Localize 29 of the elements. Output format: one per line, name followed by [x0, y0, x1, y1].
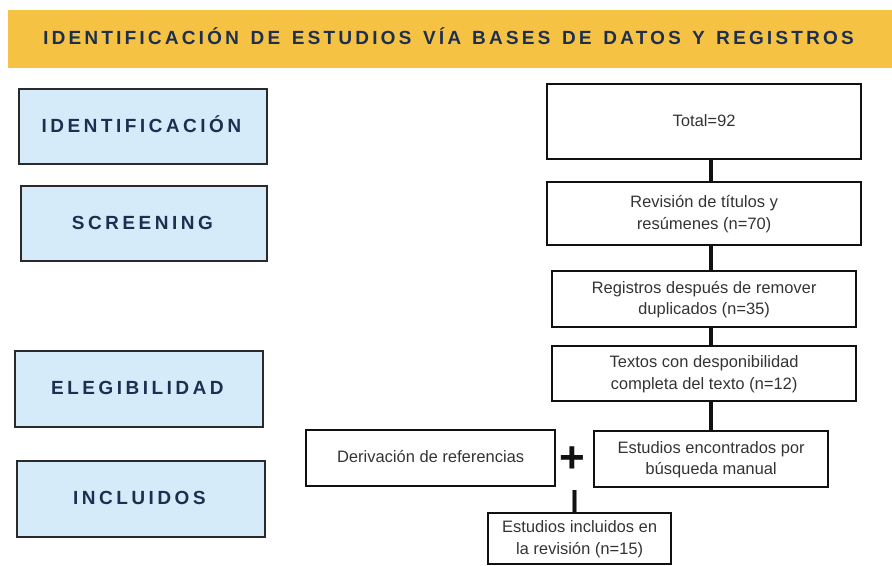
- process-box: [546, 181, 862, 246]
- phase-box: [14, 350, 264, 428]
- process-box: [546, 83, 862, 160]
- process-box: [487, 512, 672, 565]
- box-text: Revisión de títulos y resúmenes (n=70): [629, 192, 779, 234]
- connector-line: [709, 402, 713, 430]
- phase-label: SCREENING: [72, 212, 216, 234]
- title: IDENTIFICACIÓN DE ESTUDIOS VÍA BASES DE DATOS Y REGISTROS: [43, 28, 857, 50]
- phase-box: [16, 460, 266, 538]
- connector-line: [709, 328, 713, 345]
- box-text: Estudios encontrados por búsqueda manual: [616, 438, 806, 480]
- box-text: Estudios incluidos en la revisión (n=15): [500, 517, 658, 560]
- process-box: [593, 430, 829, 488]
- connector-line: [709, 160, 713, 181]
- plus-sign: +: [559, 436, 585, 480]
- process-box: [551, 345, 857, 402]
- process-box: [551, 270, 857, 328]
- connector-line: [572, 490, 576, 512]
- box-text: Registros después de remover duplicados (n=35): [590, 278, 818, 320]
- phase-label: ELEGIBILIDAD: [50, 378, 228, 400]
- box-text: Textos con desponibilidad completa del texto (n=12): [608, 352, 800, 394]
- phase-label: INCLUIDOS: [73, 488, 209, 510]
- phase-label: IDENTIFICACIÓN: [41, 116, 245, 138]
- phase-box: [20, 185, 268, 262]
- connector-line: [709, 246, 713, 270]
- process-box: [305, 429, 556, 487]
- box-text: Derivación de referencias: [336, 447, 524, 468]
- phase-box: [18, 88, 268, 165]
- box-text: Total=92: [672, 110, 736, 132]
